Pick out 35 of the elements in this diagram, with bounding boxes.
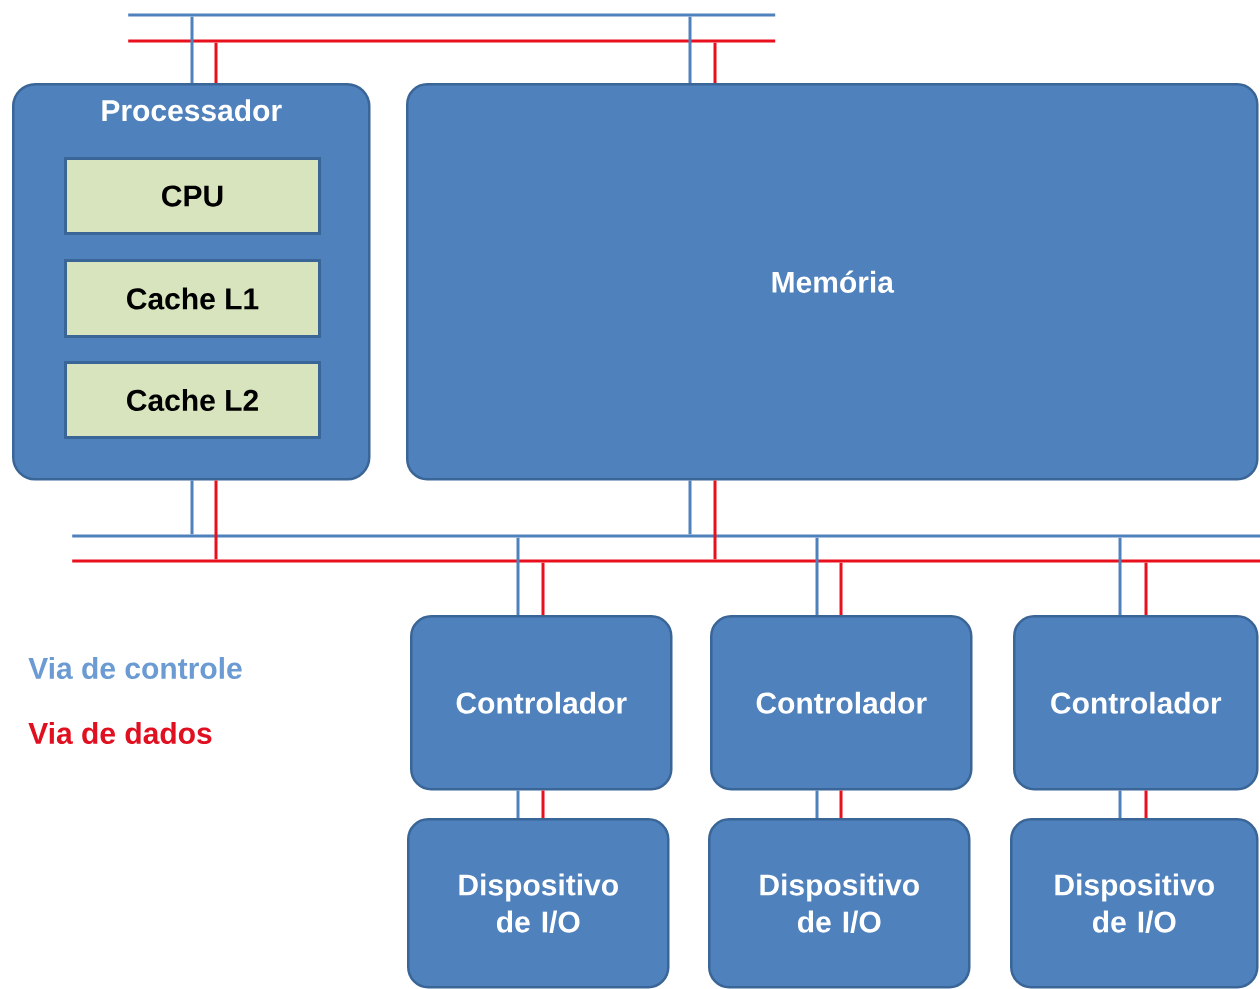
- component-box: CPU: [64, 157, 321, 235]
- bus-line: [128, 39, 776, 43]
- bus-connector: [214, 42, 218, 83]
- bus-connector: [516, 790, 520, 818]
- bus-line: [72, 534, 1260, 538]
- bus-connector: [541, 562, 545, 615]
- bus-connector: [1144, 562, 1148, 615]
- controller-box: Controlador: [1013, 615, 1259, 791]
- bus-connector: [1144, 790, 1148, 818]
- bus-connector: [839, 562, 843, 615]
- bus-connector: [190, 480, 194, 535]
- bus-connector: [713, 480, 717, 560]
- controller-box: Controlador: [410, 615, 673, 791]
- bus-line: [72, 559, 1260, 563]
- controller-box: Controlador: [710, 615, 973, 791]
- bus-connector: [516, 537, 520, 615]
- bus-connector: [688, 480, 692, 535]
- legend-entry: Via de controle: [28, 657, 242, 680]
- bus-connector: [214, 480, 218, 560]
- device-box: Dispositivo de I/O: [407, 818, 670, 989]
- bus-connector: [1118, 790, 1122, 818]
- bus-connector: [1118, 537, 1122, 615]
- component-box: Cache L2: [64, 361, 321, 439]
- legend-entry: Via de dados: [28, 722, 212, 745]
- memory-box: Memória: [406, 83, 1259, 481]
- bus-connector: [713, 42, 717, 83]
- device-box: Dispositivo de I/O: [1010, 818, 1259, 989]
- bus-connector: [190, 16, 194, 83]
- component-box: Cache L1: [64, 259, 321, 338]
- bus-connector: [688, 16, 692, 83]
- bus-connector: [541, 790, 545, 818]
- bus-connector: [815, 537, 819, 615]
- bus-connector: [815, 790, 819, 818]
- device-box: Dispositivo de I/O: [708, 818, 971, 989]
- bus-connector: [839, 790, 843, 818]
